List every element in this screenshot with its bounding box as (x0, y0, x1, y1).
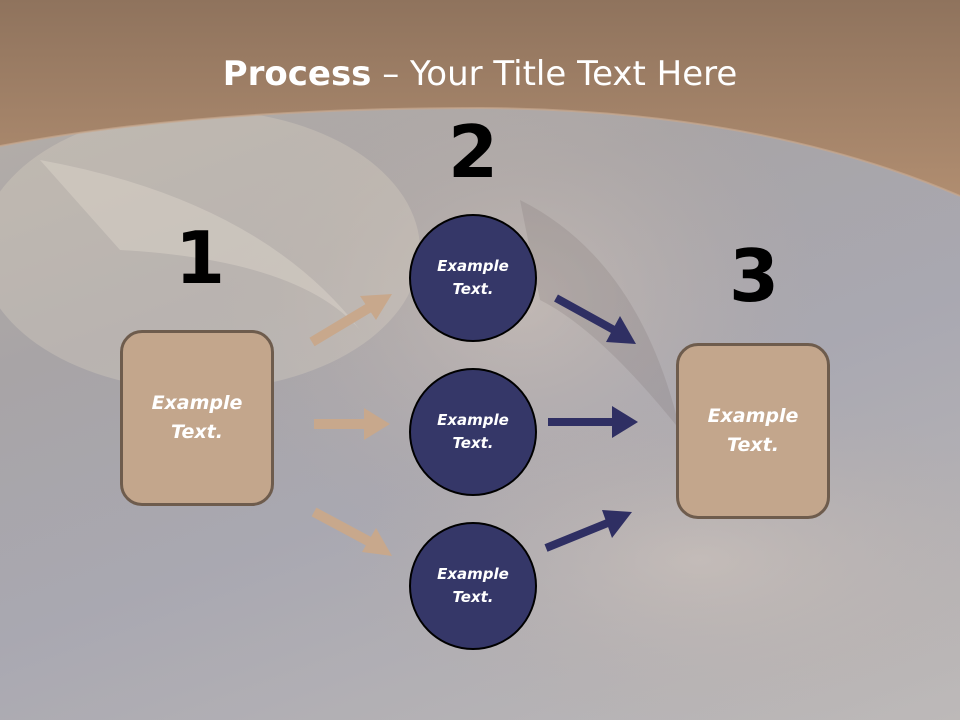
step-2-circle-bottom-text: Example Text. (437, 565, 509, 606)
step-2-number: 2 (447, 110, 499, 194)
step-3-number: 3 (728, 234, 780, 318)
step-2-circle-middle-text: Example Text. (437, 411, 509, 452)
step-1-number: 1 (174, 216, 226, 300)
title-rest: – Your Title Text Here (371, 54, 738, 94)
step-2-circle-top: Example Text. (409, 214, 537, 342)
arrow-to-top-circle (309, 294, 392, 347)
slide-title: Process – Your Title Text Here (0, 52, 960, 96)
step-3-text: Example Text. (707, 405, 799, 456)
step-3-box: Example Text. (676, 343, 830, 519)
step-2-circle-bottom: Example Text. (409, 522, 537, 650)
step-1-box: Example Text. (120, 330, 274, 506)
step-1-text: Example Text. (151, 392, 243, 443)
arrow-to-middle-circle (314, 408, 390, 440)
arrow-middle-circle-to-box3 (548, 406, 638, 438)
arrow-bottom-circle-to-box3 (544, 510, 632, 552)
arrow-top-circle-to-box3 (554, 294, 636, 344)
step-2-circle-middle: Example Text. (409, 368, 537, 496)
step-2-circle-top-text: Example Text. (437, 257, 509, 298)
arrow-to-bottom-circle (311, 507, 392, 556)
title-bold: Process (222, 54, 372, 94)
